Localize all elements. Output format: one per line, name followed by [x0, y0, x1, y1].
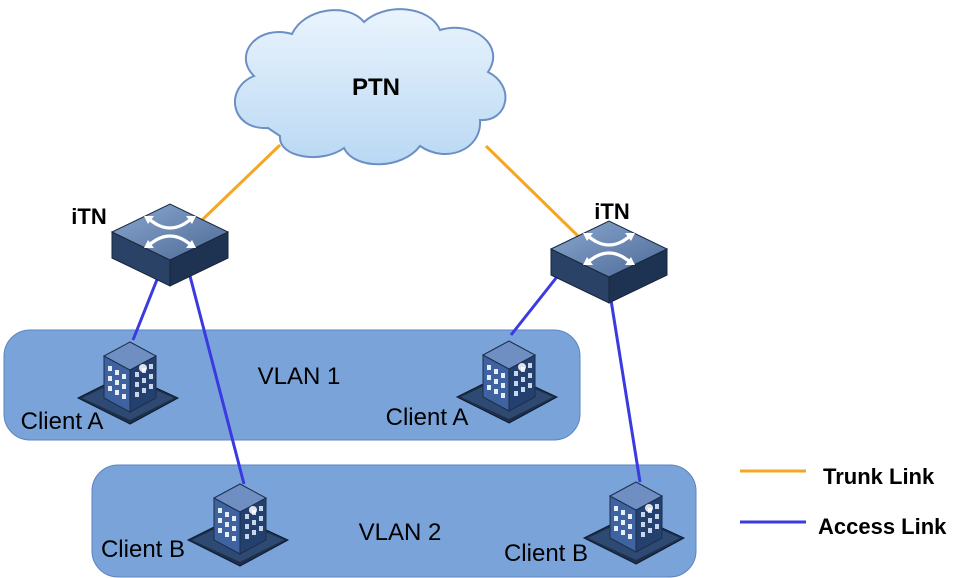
ptn-label: PTN — [352, 74, 400, 101]
legend-access-label: Access Link — [818, 514, 947, 539]
legend-trunk-label: Trunk Link — [823, 464, 935, 489]
access-link-right-b — [609, 299, 642, 483]
access-link-left-a — [131, 271, 162, 341]
trunk-link-right — [484, 144, 580, 238]
ptn-cloud — [234, 8, 507, 166]
switch-icon — [549, 219, 669, 305]
switch-label-left: iTN — [71, 204, 106, 229]
access-link-left-b — [188, 275, 246, 485]
access-link-right-a — [509, 267, 566, 336]
switch-icon — [110, 202, 230, 288]
client-label: Client B — [101, 536, 185, 563]
client-label: Client A — [386, 404, 469, 431]
switch-label-right: iTN — [594, 199, 629, 224]
vlan-2-label: VLAN 2 — [359, 519, 442, 546]
vlan-1-label: VLAN 1 — [258, 363, 341, 390]
legend: Trunk Link Access Link — [740, 464, 947, 539]
client-label: Client B — [504, 540, 588, 567]
client-label: Client A — [21, 408, 104, 435]
trunk-link-left — [198, 143, 282, 224]
